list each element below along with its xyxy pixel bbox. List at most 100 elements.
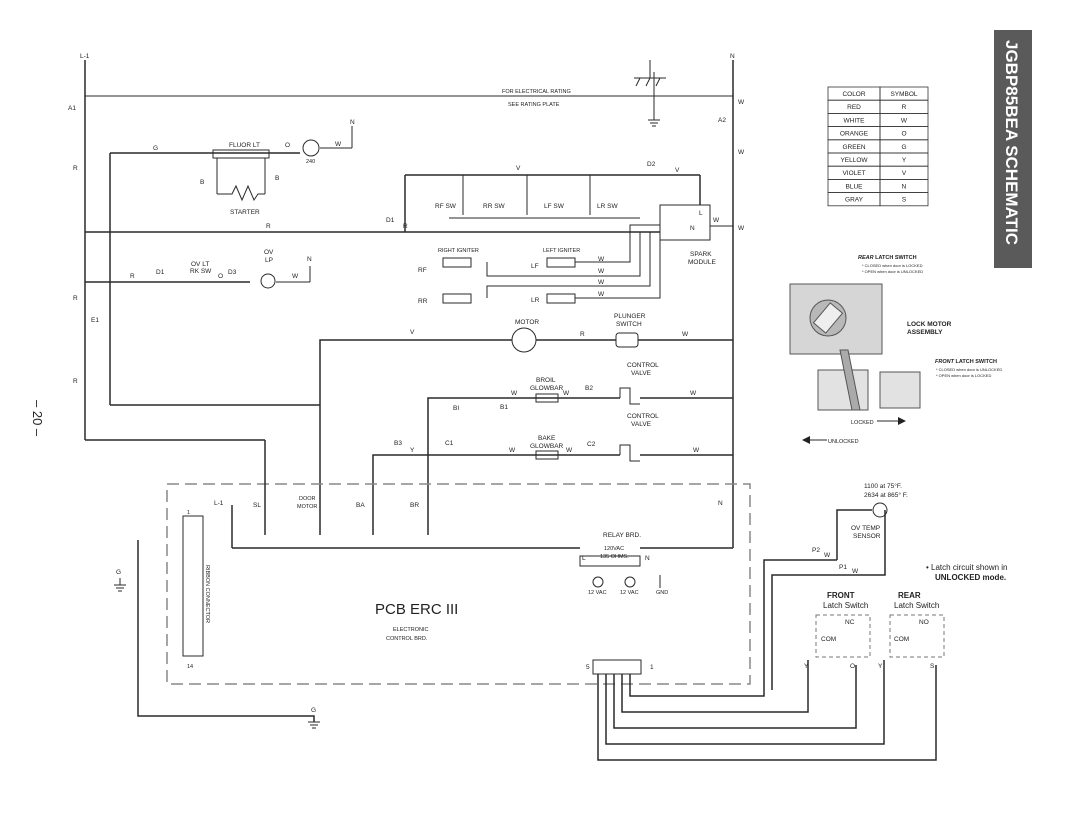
a2-label: A2 xyxy=(718,117,726,124)
lr-label: LR xyxy=(531,297,540,304)
lock-motor-title-1: LOCK MOTOR xyxy=(907,321,952,328)
a1-label: A1 xyxy=(68,105,76,112)
table-cell: S xyxy=(902,197,907,204)
oven-lamp-label-1: OV xyxy=(264,249,274,256)
connector-pin-5-label: 5 xyxy=(586,664,590,671)
bi-label: BI xyxy=(453,405,459,412)
wire-label-w: W xyxy=(509,447,516,454)
br-label: BR xyxy=(410,502,419,509)
wire-label-r: R xyxy=(73,165,78,172)
wire-label-w: W xyxy=(690,390,697,397)
wire-label-w: W xyxy=(335,141,342,148)
c1-label: C1 xyxy=(445,440,454,447)
motor-label: MOTOR xyxy=(515,319,539,326)
table-header: COLOR xyxy=(842,91,865,98)
table-cell: O xyxy=(901,131,906,138)
rear-latch-switch-label: REAR LATCH SWITCH xyxy=(858,255,917,261)
broil-label-2: GLOWBAR xyxy=(530,385,564,392)
table-cell: R xyxy=(902,104,907,111)
wire-label-w: W xyxy=(598,279,605,286)
rf-label: RF xyxy=(418,267,427,274)
left-igniter-label: LEFT IGNITER xyxy=(543,248,580,254)
rating-line-1: FOR ELECTRICAL RATING xyxy=(502,89,571,95)
oven-light-switch-label-2: RK SW xyxy=(190,268,212,275)
front-latch-subtitle: Latch Switch xyxy=(823,601,868,610)
front-latch-title: FRONT xyxy=(827,591,855,600)
d2-label: D2 xyxy=(647,161,656,168)
table-cell: G xyxy=(901,144,906,151)
door-motor-label-1: DOOR xyxy=(299,496,316,502)
relay-12vac-b-label: 12 VAC xyxy=(620,590,639,596)
latch-sensor-wiring xyxy=(592,502,945,761)
front-latch-note-2: * OPEN when door is LOCKED xyxy=(936,373,991,378)
starter-label: STARTER xyxy=(230,209,260,216)
wire-label-w: W xyxy=(511,390,518,397)
voltage-240-label: 240 xyxy=(306,159,315,165)
rating-line-2: SEE RATING PLATE xyxy=(508,102,560,108)
ba-label: BA xyxy=(356,502,365,509)
e1-label: E1 xyxy=(91,317,99,324)
ground-symbol xyxy=(634,60,666,87)
d1-label: D1 xyxy=(386,217,395,224)
ecb-label-1: ELECTRONIC xyxy=(393,627,428,633)
wire-label-b: B xyxy=(200,179,204,186)
page-number: – 20 – xyxy=(30,400,45,437)
wire-label-w: W xyxy=(598,268,605,275)
locked-label: LOCKED xyxy=(851,420,874,426)
l1-label: L-1 xyxy=(80,53,90,60)
door-motor-label-2: MOTOR xyxy=(297,504,317,510)
ribbon-pin-14-label: 14 xyxy=(187,664,193,670)
wire-label-w: W xyxy=(824,552,831,559)
front-com-label: COM xyxy=(821,636,836,643)
rear-latch-subtitle: Latch Switch xyxy=(894,601,939,610)
rear-latch-title: REAR xyxy=(898,591,921,600)
wire-label-g: G xyxy=(153,145,158,152)
spark-n-label: N xyxy=(690,225,695,232)
fluorescent-light-circuit xyxy=(109,126,353,405)
d1-label: D1 xyxy=(156,269,165,276)
wire-label-o: O xyxy=(218,273,223,280)
broil-circuit xyxy=(427,387,733,535)
bake-label-2: GLOWBAR xyxy=(530,443,564,450)
ground-wiring xyxy=(114,540,320,729)
wire-label-y: Y xyxy=(410,447,415,454)
p1-label: P1 xyxy=(839,564,847,571)
control-valve-label-1: CONTROL xyxy=(627,362,659,369)
wire-label-g: G xyxy=(311,707,316,714)
wire-label-r: R xyxy=(403,223,408,230)
wire-label-o: O xyxy=(850,663,855,670)
spark-module-label-1: SPARK xyxy=(690,251,712,258)
front-latch-switch-label: FRONT LATCH SWITCH xyxy=(935,359,997,365)
wire-label-v: V xyxy=(675,167,680,174)
relay-n-label: N xyxy=(645,555,650,562)
title-band: JGBP85BEA SCHEMATIC xyxy=(994,30,1032,268)
wire-label-w: W xyxy=(598,256,605,263)
pcb-box xyxy=(85,404,751,685)
wire-label-w: W xyxy=(738,99,745,106)
rear-com-label: COM xyxy=(894,636,909,643)
table-cell: YELLOW xyxy=(840,157,868,164)
p2-label: P2 xyxy=(812,547,820,554)
unlocked-label: UNLOCKED xyxy=(828,439,859,445)
spark-module-label-2: MODULE xyxy=(688,259,716,266)
c2-label: C2 xyxy=(587,441,596,448)
lock-motor-illustration xyxy=(789,283,921,444)
table-cell: GRAY xyxy=(845,197,864,204)
control-valve-label-2: VALVE xyxy=(631,421,652,428)
sensor-1100-label: 1100 at 75°F. xyxy=(864,482,902,490)
n-label: N xyxy=(350,119,355,126)
ov-temp-label-2: SENSOR xyxy=(853,533,881,540)
ecb-label-2: CONTROL BRD. xyxy=(386,636,428,642)
wire-label-r: R xyxy=(130,273,135,280)
ov-temp-label-1: OV TEMP xyxy=(851,525,880,532)
pcb-l1-label: L-1 xyxy=(214,500,224,507)
oven-light-circuit xyxy=(85,266,311,289)
front-latch-note-1: * CLOSED when door is UNLOCKED xyxy=(936,367,1002,372)
wire-label-w: W xyxy=(738,149,745,156)
latch-note-2: UNLOCKED mode. xyxy=(935,573,1006,582)
wire-label-w: W xyxy=(738,225,745,232)
relay-gnd-label: GND xyxy=(656,590,668,596)
wire-label-g: G xyxy=(116,569,121,576)
